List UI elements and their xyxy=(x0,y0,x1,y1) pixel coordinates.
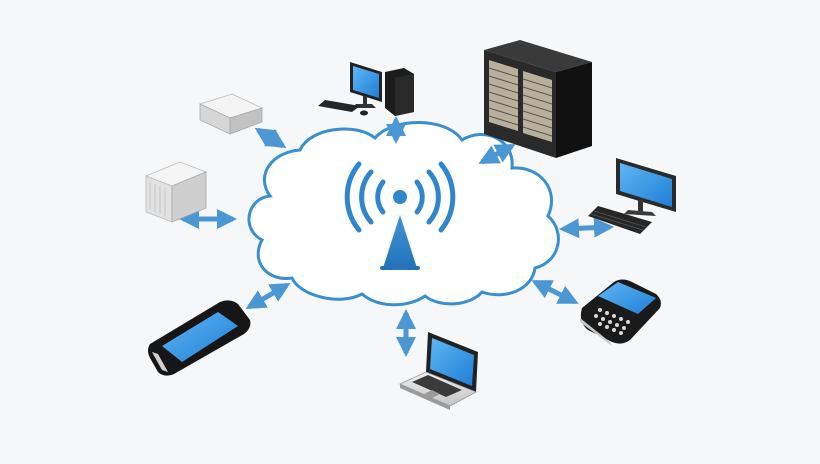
arrow-smartphone xyxy=(245,282,291,310)
desktop-monitor-icon xyxy=(588,158,676,234)
arrow-server xyxy=(478,143,516,165)
desktop-computer-icon xyxy=(318,62,414,116)
arrow-monitor xyxy=(559,217,614,239)
nas-drive-icon xyxy=(144,161,208,223)
arrow-router xyxy=(254,127,287,149)
router-icon xyxy=(198,93,264,135)
smartphone-icon xyxy=(148,300,251,376)
cloud xyxy=(247,121,560,307)
arrow-qwerty-phone xyxy=(531,279,579,305)
connection-arrows xyxy=(179,116,614,357)
laptop-icon xyxy=(399,332,478,410)
server-rack-icon xyxy=(484,40,592,158)
wifi-antenna-icon xyxy=(344,161,456,270)
qwerty-phone-icon xyxy=(580,279,661,346)
